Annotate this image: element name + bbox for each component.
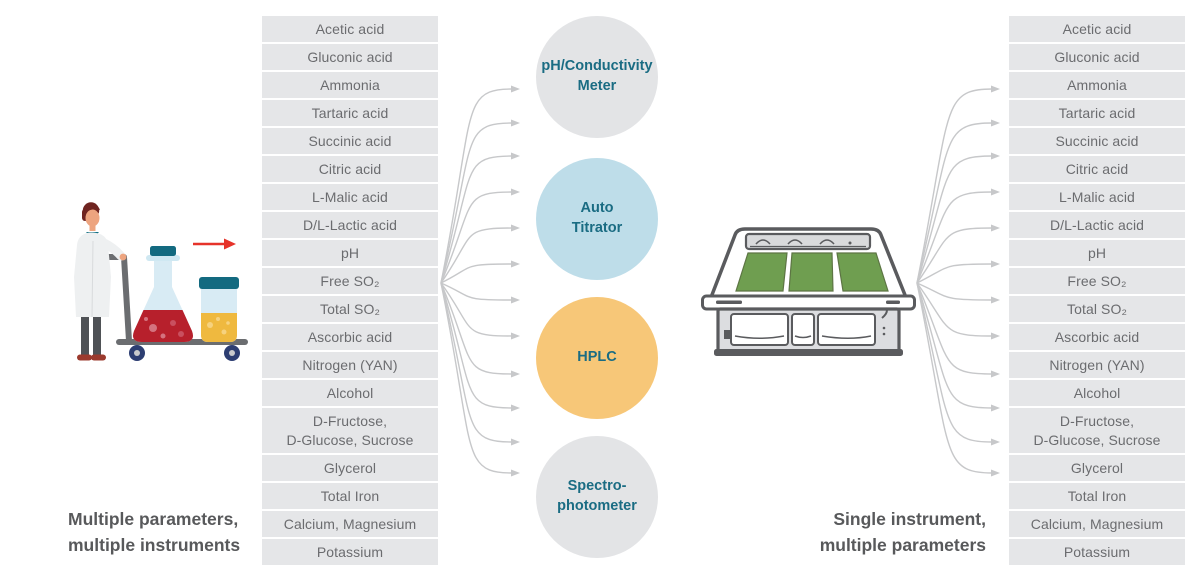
parameter-item: D-Fructose, D-Glucose, Sucrose: [262, 408, 438, 453]
connector-arrow: [440, 282, 520, 304]
connector-arrow: [440, 85, 520, 284]
connector-arrow: [916, 282, 1000, 340]
connector-arrow: [916, 260, 1000, 284]
parameter-item: Total SO₂: [1009, 296, 1185, 322]
parameter-item: D/L-Lactic acid: [1009, 212, 1185, 238]
left-arrow-fan: [440, 85, 520, 477]
connector-arrow: [440, 224, 520, 284]
parameter-item: Succinic acid: [1009, 128, 1185, 154]
parameter-item: Calcium, Magnesium: [262, 511, 438, 537]
connector-arrow: [440, 119, 520, 284]
parameter-item: Tartaric acid: [1009, 100, 1185, 126]
parameter-item: L-Malic acid: [1009, 184, 1185, 210]
connector-arrow: [916, 119, 1000, 284]
parameter-item: Potassium: [1009, 539, 1185, 565]
connector-arrow: [916, 282, 1000, 304]
connector-arrow: [440, 282, 520, 446]
parameter-item: Alcohol: [1009, 380, 1185, 406]
parameter-item: Free SO₂: [1009, 268, 1185, 294]
connector-arrow: [440, 282, 520, 378]
parameter-item: Acetic acid: [1009, 16, 1185, 42]
instrument-circle: HPLC: [536, 297, 658, 419]
parameter-item: Ascorbic acid: [1009, 324, 1185, 350]
analyzer-base: [714, 349, 903, 356]
parameter-item: Free SO₂: [262, 268, 438, 294]
analyzer-drawers: [730, 313, 876, 346]
parameter-item: Total Iron: [1009, 483, 1185, 509]
connector-arrow: [916, 188, 1000, 284]
parameter-item: L-Malic acid: [262, 184, 438, 210]
parameter-item: D-Fructose, D-Glucose, Sucrose: [1009, 408, 1185, 453]
discrete-analyzer-illustration: [701, 227, 916, 356]
connector-arrow: [440, 282, 520, 412]
connector-arrow: [916, 152, 1000, 284]
parameter-item: Ammonia: [1009, 72, 1185, 98]
parameter-item: pH: [1009, 240, 1185, 266]
parameter-item: Citric acid: [1009, 156, 1185, 182]
parameter-item: Glycerol: [1009, 455, 1185, 481]
instrument-circle: pH/Conductivity Meter: [536, 16, 658, 138]
parameter-item: Citric acid: [262, 156, 438, 182]
parameter-item: Total Iron: [262, 483, 438, 509]
parameter-item: Nitrogen (YAN): [262, 352, 438, 378]
parameter-item: pH: [262, 240, 438, 266]
parameter-item: Tartaric acid: [262, 100, 438, 126]
connector-arrow: [440, 260, 520, 284]
parameter-item: Ammonia: [262, 72, 438, 98]
connector-arrow: [916, 282, 1000, 446]
parameter-item: Total SO₂: [262, 296, 438, 322]
parameter-item: Succinic acid: [262, 128, 438, 154]
parameter-item: Gluconic acid: [262, 44, 438, 70]
jar-icon: [199, 277, 239, 342]
parameter-item: Nitrogen (YAN): [1009, 352, 1185, 378]
parameter-item: Acetic acid: [262, 16, 438, 42]
left-caption: Multiple parameters, multiple instrument…: [68, 509, 241, 556]
instrument-circle: Auto Titrator: [536, 158, 658, 280]
parameter-item: Calcium, Magnesium: [1009, 511, 1185, 537]
connector-arrow: [916, 282, 1000, 378]
connector-arrow: [916, 282, 1000, 412]
parameter-item: D/L-Lactic acid: [262, 212, 438, 238]
scientist: [74, 202, 127, 361]
right-arrow-fan: [916, 85, 1000, 477]
scientist-cart-illustration: [74, 202, 248, 361]
connector-arrow: [916, 282, 1000, 477]
analyzer-green-panels: [735, 252, 889, 292]
parameter-item: Alcohol: [262, 380, 438, 406]
flask-icon: [133, 246, 193, 342]
connector-arrow: [440, 188, 520, 284]
right-caption: Single instrument, multiple parameters: [819, 509, 986, 556]
red-right-arrow-icon: [193, 238, 236, 250]
connector-arrow: [440, 152, 520, 284]
connector-arrow: [916, 85, 1000, 284]
instrument-circle: Spectro- photometer: [536, 436, 658, 558]
analyzer-lid: [744, 232, 872, 251]
connector-arrow: [440, 282, 520, 340]
parameter-item: Gluconic acid: [1009, 44, 1185, 70]
parameter-item: Glycerol: [262, 455, 438, 481]
parameter-item: Potassium: [262, 539, 438, 565]
parameter-item: Ascorbic acid: [262, 324, 438, 350]
connector-arrow: [916, 224, 1000, 284]
connector-arrow: [440, 282, 520, 477]
